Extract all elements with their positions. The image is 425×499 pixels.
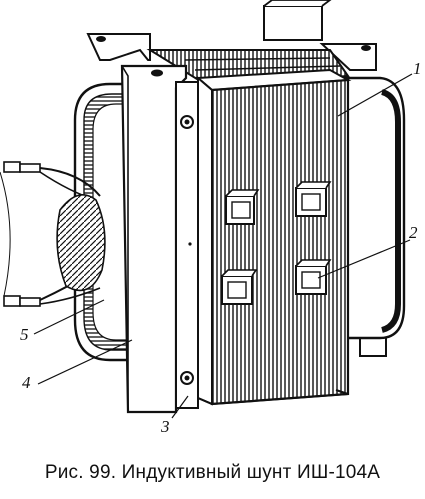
figure-caption: Рис. 99. Индуктивный шунт ИШ-104А (44, 462, 381, 483)
terminal-top (3, 161, 41, 173)
callout-3: 3 (161, 417, 170, 436)
lead-wires (39, 167, 106, 305)
bolt-top-left (225, 189, 260, 225)
terminal-bottom (0, 171, 41, 307)
bolt-bottom-left (221, 269, 258, 305)
bolt-bottom-right (295, 259, 332, 295)
inductive-shunt-drawing (0, 0, 413, 419)
core-block (195, 68, 352, 406)
bolt-top-right (295, 181, 332, 217)
callout-1: 1 (413, 59, 422, 78)
rear-frame (86, 0, 387, 357)
callout-4: 4 (22, 373, 31, 392)
callout-5: 5 (20, 325, 29, 344)
callout-2: 2 (409, 223, 418, 242)
leader-lines (33, 73, 413, 419)
front-bracket (120, 64, 199, 414)
coil-right (343, 76, 406, 340)
